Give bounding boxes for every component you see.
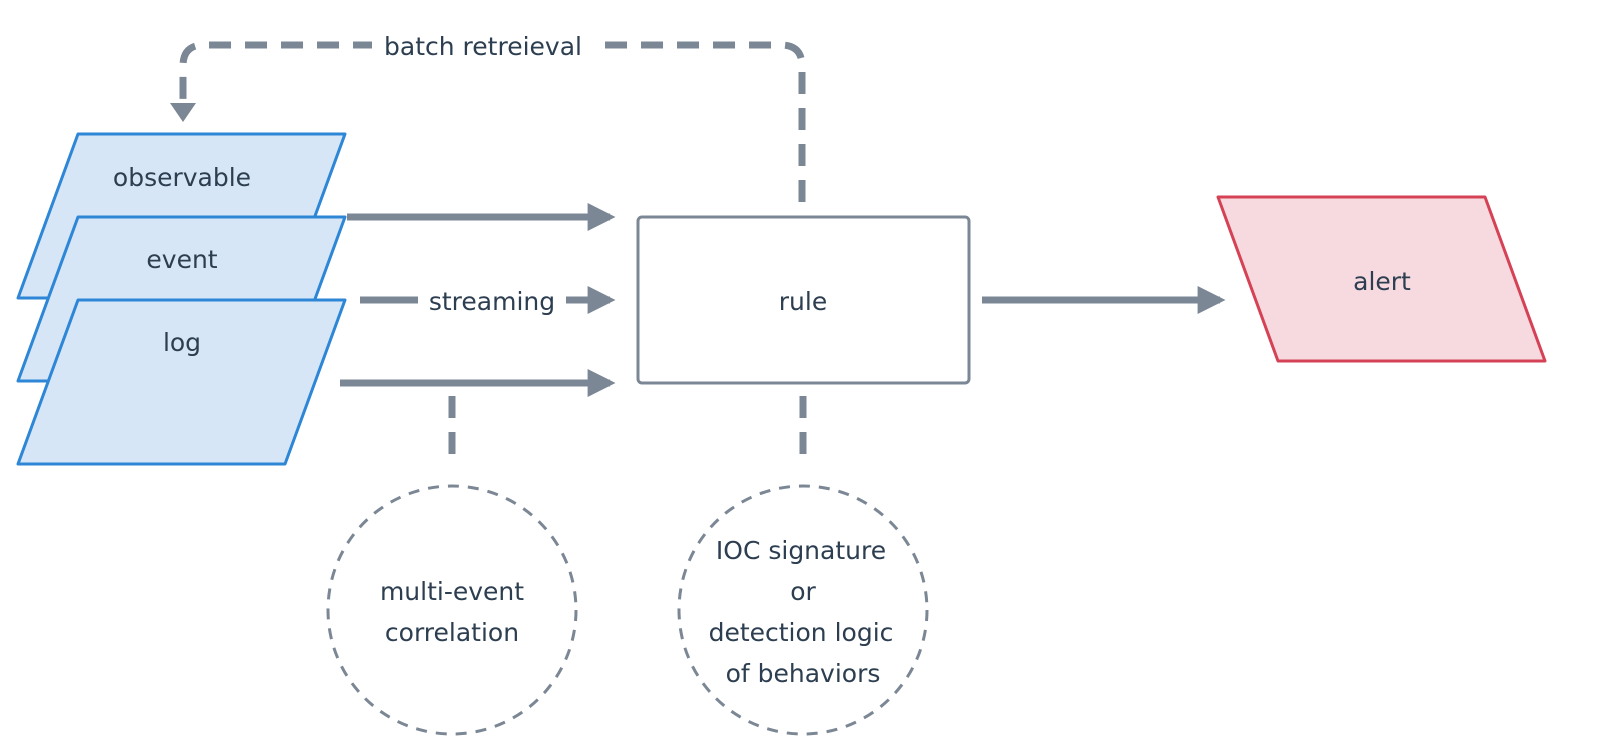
correlation-note-line-2: correlation [385,618,519,647]
detection-note-line-4: of behaviors [726,659,881,688]
correlation-note-circle [326,484,578,736]
detection-note-line-1: IOC signature [716,536,886,565]
observable-label: observable [113,163,251,192]
event-label: event [146,245,217,274]
log-label: log [163,328,201,357]
batch-retrieval-connector [179,41,806,202]
source-stack: observable event log [16,132,347,466]
correlation-note-line-1: multi-event [380,577,524,606]
log-node [16,298,347,466]
rule-node [636,215,971,385]
detection-note-line-3: detection logic [709,618,894,647]
detection-note-line-2: or [790,577,816,606]
alert-label: alert [1353,267,1411,296]
batch-label-backdrop [372,28,594,64]
batch-retrieval-label: batch retreieval [384,32,582,61]
rule-label: rule [779,287,827,316]
detection-note-circle [677,484,929,736]
batch-retrieval-arrowhead [170,103,196,122]
streaming-label: streaming [429,287,555,316]
alert-node [1216,195,1547,363]
